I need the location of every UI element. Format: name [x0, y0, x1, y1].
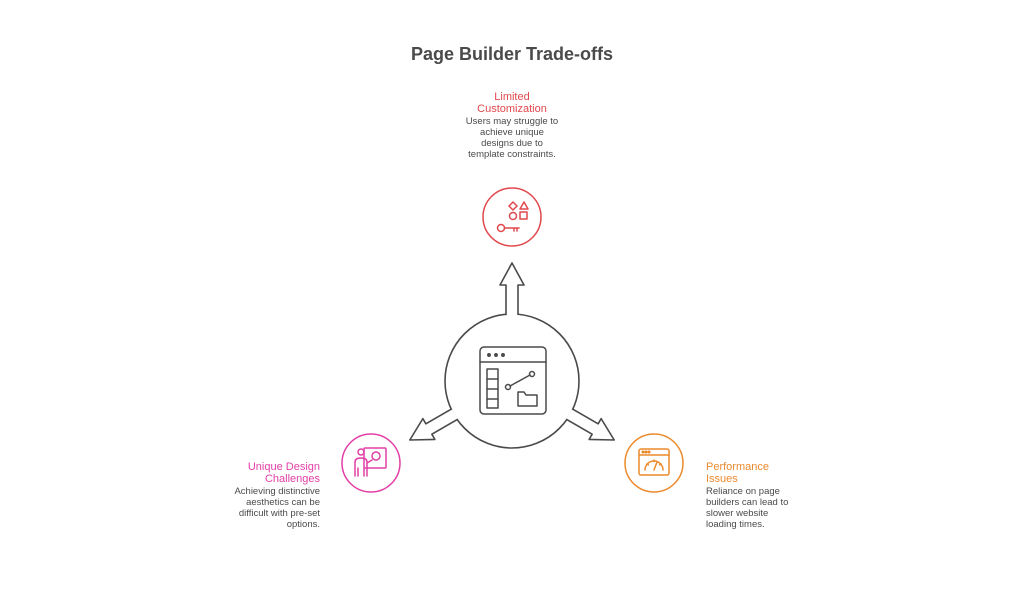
perf-desc-line-2: builders can lead to	[706, 497, 789, 508]
designer-palette-icon	[354, 447, 387, 477]
diagram-title: Page Builder Trade-offs	[410, 44, 614, 64]
arrow-right	[409, 408, 459, 441]
perf-desc-line-1: Reliance on page	[706, 486, 780, 497]
perf-desc-line-4: loading times.	[706, 519, 765, 530]
limited-title-line-1: Limited	[494, 91, 530, 103]
perf-desc-line-3: slower website	[706, 508, 769, 519]
shapes-key-icon	[496, 201, 529, 233]
perf-title-line-2: Issues	[706, 473, 738, 485]
unique-title-line-2: Challenges	[264, 473, 320, 485]
unique-desc-line-3: difficult with pre-set	[238, 508, 320, 519]
limited-desc-line-2: achieve unique	[480, 127, 544, 138]
unique-design-title: Unique Design Challenges	[200, 461, 320, 485]
limited-customization-description: Users may struggle to achieve unique des…	[437, 116, 587, 160]
unique-title-line-1: Unique Design	[247, 461, 320, 473]
unique-desc-line-2: aesthetics can be	[246, 497, 320, 508]
limited-desc-line-3: designs due to	[481, 138, 543, 149]
performance-issues-description: Reliance on page builders can lead to sl…	[706, 486, 836, 530]
unique-design-description: Achieving distinctive aesthetics can be …	[190, 486, 320, 530]
limited-desc-line-1: Users may struggle to	[465, 116, 559, 127]
arrow-left	[565, 408, 615, 441]
limited-customization-title: Limited Customization	[452, 91, 572, 115]
perf-title-line-1: Performance	[706, 461, 769, 473]
limited-desc-line-4: template constraints.	[468, 149, 556, 160]
center-hub	[444, 313, 580, 449]
limited-customization-node	[482, 187, 542, 247]
unique-design-node	[341, 433, 401, 493]
page-builder-window-icon	[479, 346, 547, 415]
performance-issues-node	[624, 433, 684, 493]
limited-title-line-2: Customization	[477, 103, 547, 115]
unique-desc-line-4: options.	[286, 519, 320, 530]
performance-issues-title: Performance Issues	[706, 461, 826, 485]
arrow-up	[499, 262, 525, 315]
browser-speedometer-icon	[638, 448, 670, 476]
unique-desc-line-1: Achieving distinctive	[234, 486, 320, 497]
